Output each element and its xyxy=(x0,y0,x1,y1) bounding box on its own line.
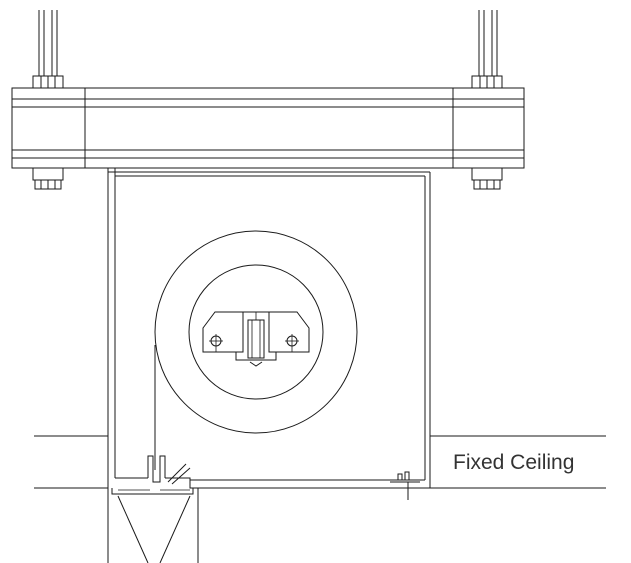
fixed-ceiling-lines xyxy=(34,435,606,489)
suspension-rod-right xyxy=(478,10,498,76)
headbox-housing xyxy=(107,168,431,489)
wall-frame-below xyxy=(107,488,199,563)
nut-top-right xyxy=(471,75,503,89)
fixed-ceiling-label: Fixed Ceiling xyxy=(453,451,575,474)
fabric-roll xyxy=(154,230,358,434)
nut-bottom-left xyxy=(32,167,64,190)
nut-bottom-right xyxy=(471,167,503,190)
side-clip-right xyxy=(390,471,420,500)
tube-bracket xyxy=(202,311,310,367)
bottom-rail-profile xyxy=(111,455,199,496)
fixing-hole-left xyxy=(209,334,223,352)
suspension-rod-left xyxy=(38,10,58,76)
support-beam xyxy=(11,87,525,169)
fixing-hole-right xyxy=(285,334,299,352)
nut-top-left xyxy=(32,75,64,89)
